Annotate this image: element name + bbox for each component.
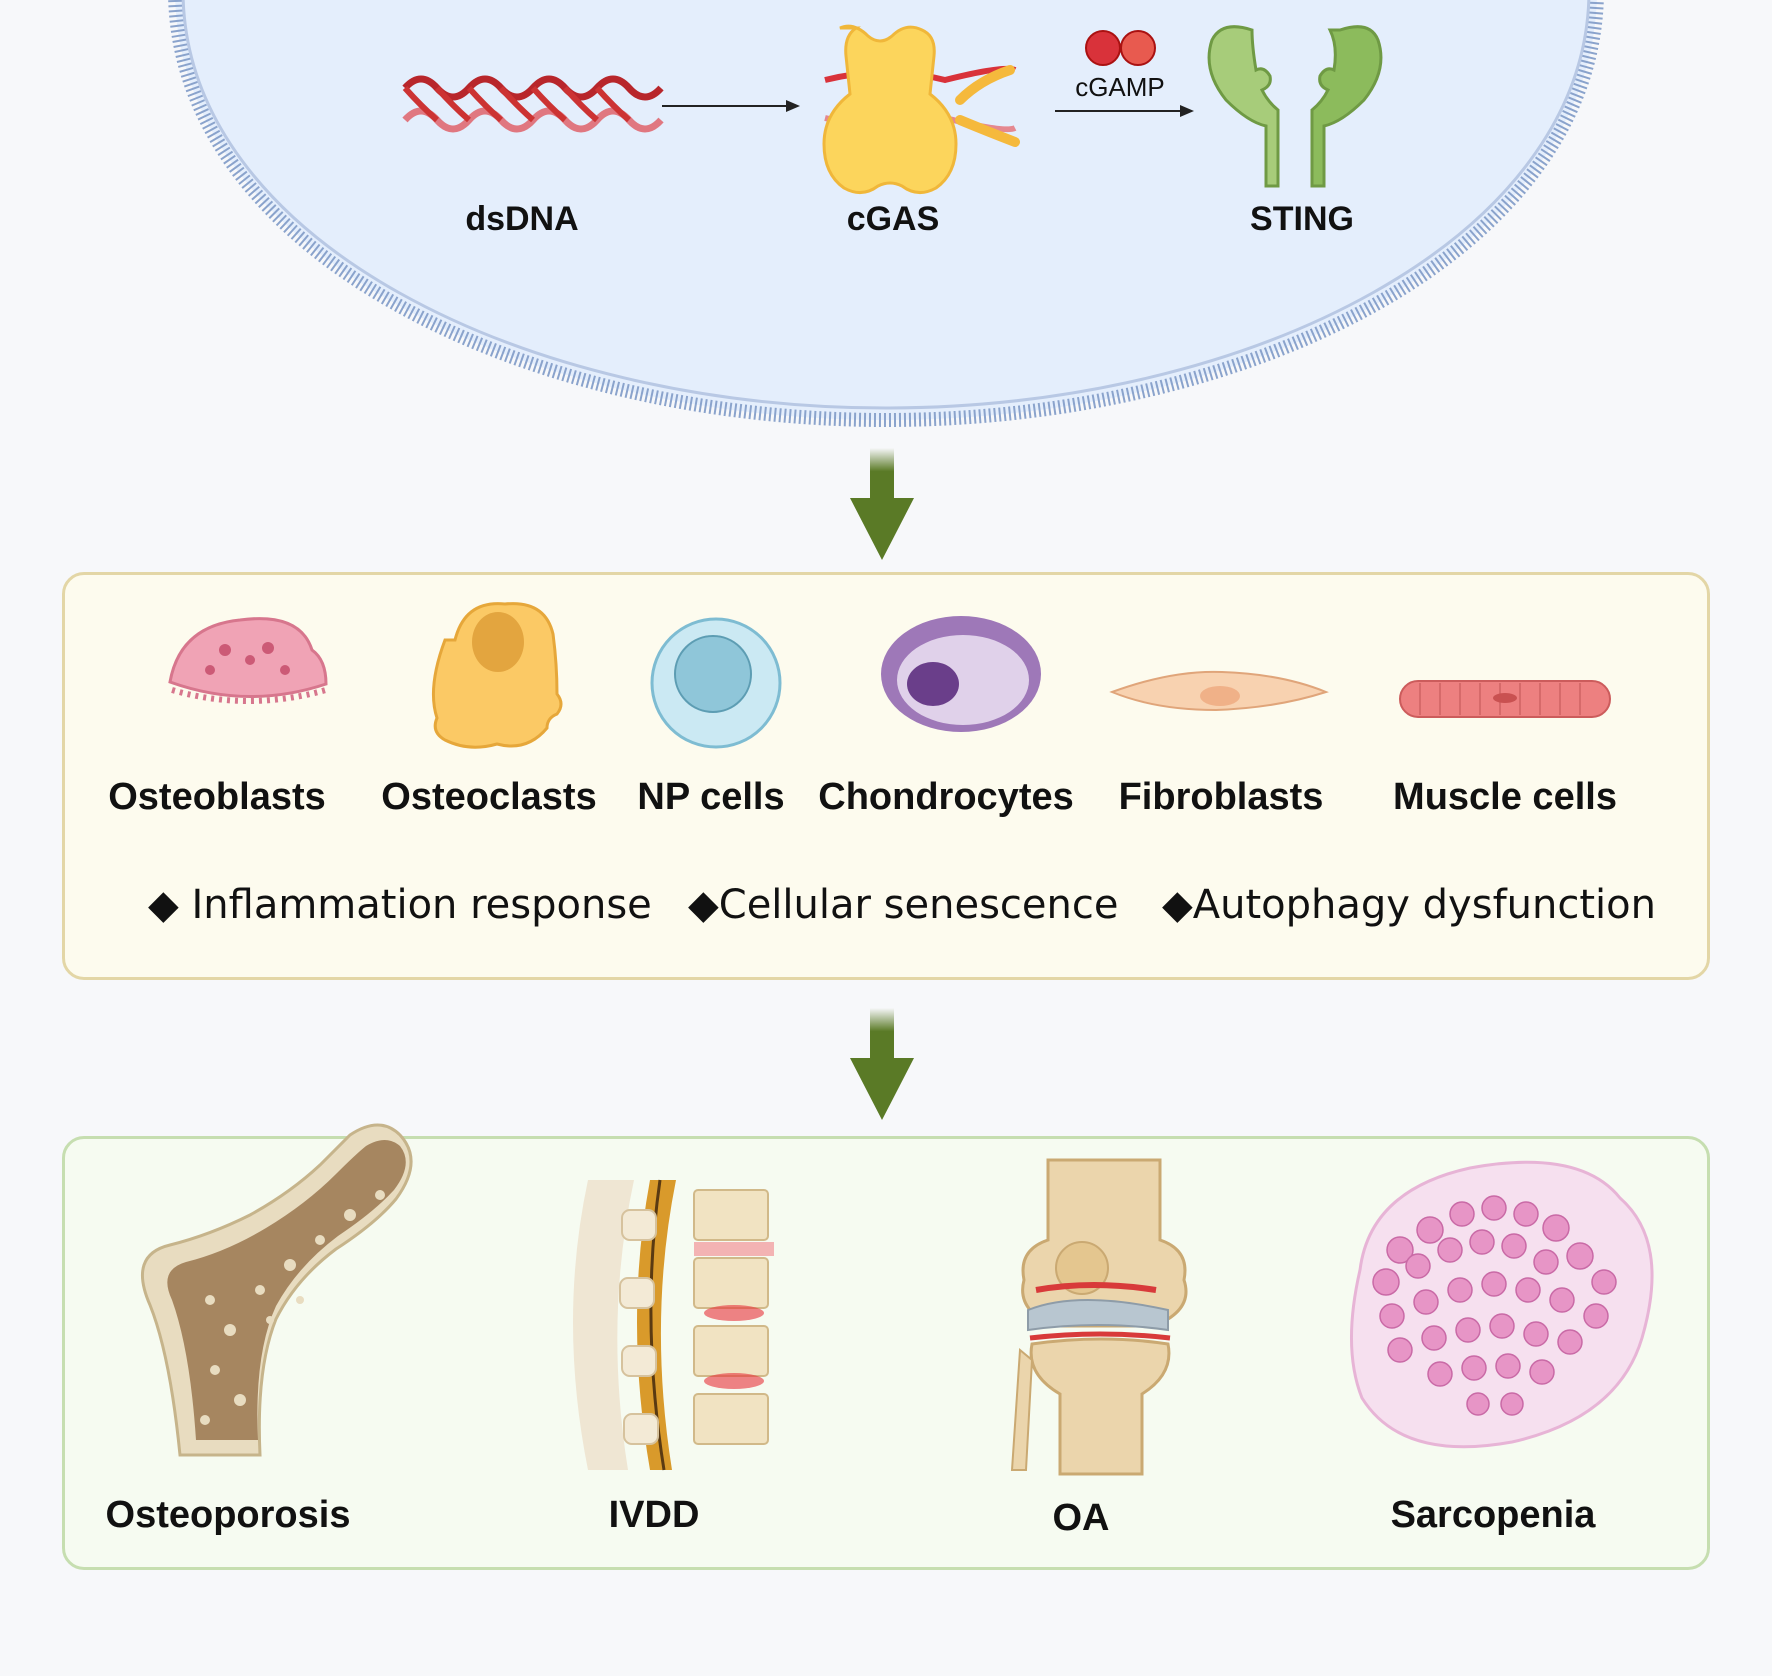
disease-label-sarcopenia: Sarcopenia <box>1390 1494 1596 1536</box>
arrow-cgas-to-sting <box>1055 105 1194 117</box>
cell-label-fibroblasts: Fibroblasts <box>1118 776 1324 818</box>
effect-autophagy: ◆Autophagy dysfunction <box>1162 882 1656 928</box>
arrow-dsdna-to-cgas <box>662 100 800 112</box>
cgas-icon <box>822 24 1020 194</box>
down-arrow-2 <box>850 1008 914 1120</box>
cell-label-osteoclasts: Osteoclasts <box>381 776 597 818</box>
sting-label: STING <box>1250 200 1354 238</box>
disease-label-ivdd: IVDD <box>608 1494 700 1536</box>
dsdna-label: dsDNA <box>465 200 579 238</box>
effect-inflammation: ◆ Inflammation response <box>148 882 652 928</box>
cell-label-muscle-cells: Muscle cells <box>1393 776 1617 818</box>
dsdna-icon <box>402 75 664 133</box>
cell-label-osteoblasts: Osteoblasts <box>108 776 326 818</box>
cell-label-np-cells: NP cells <box>637 776 785 818</box>
sting-icon <box>1207 25 1383 188</box>
cgas-label: cGAS <box>846 200 940 238</box>
disease-label-osteoporosis: Osteoporosis <box>105 1494 351 1536</box>
cgamp-label: cGAMP <box>1075 72 1165 102</box>
cell-label-chondrocytes: Chondrocytes <box>818 776 1074 818</box>
disease-label-oa: OA <box>1052 1497 1110 1539</box>
effect-senescence: ◆Cellular senescence <box>688 882 1119 928</box>
down-arrow-1 <box>850 448 914 560</box>
cgamp-icon <box>1085 30 1156 66</box>
